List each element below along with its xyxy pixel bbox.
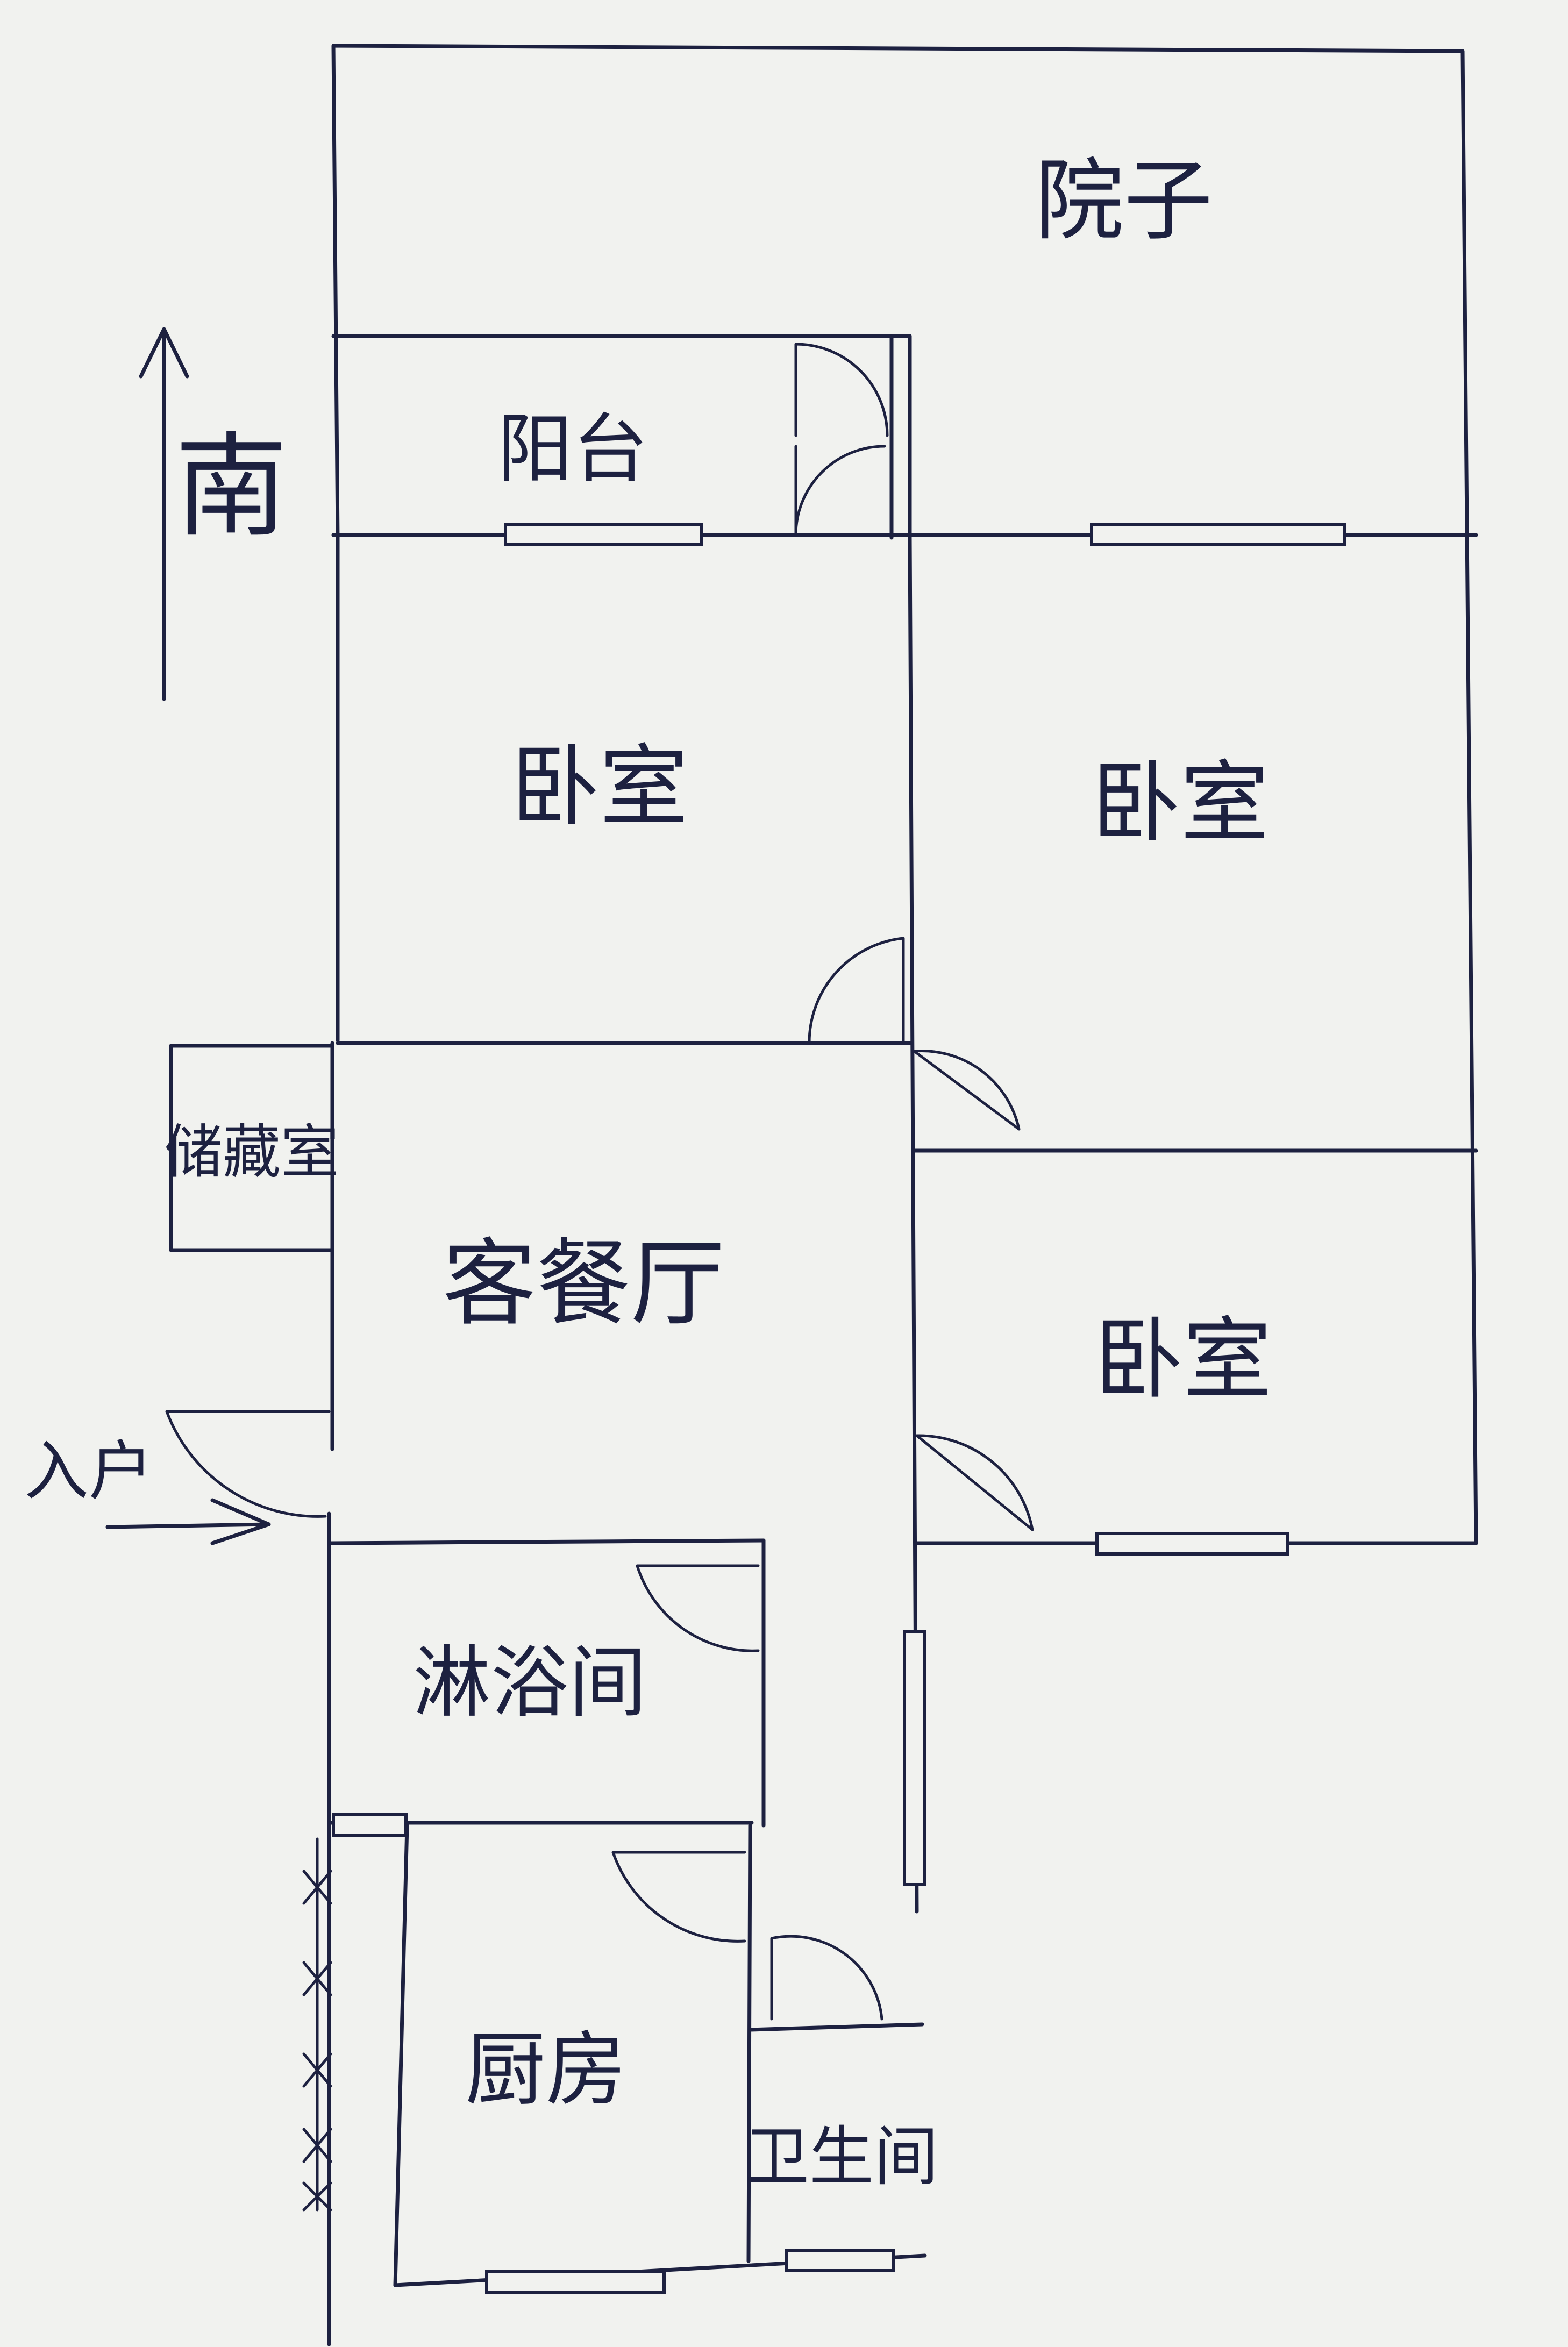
window-toilet xyxy=(785,2249,895,2272)
exhaust-vent-marks xyxy=(302,1837,332,2212)
entrance-door xyxy=(165,1410,331,2346)
south-label: 南 xyxy=(175,421,288,553)
bedroom-e-label: 卧室 xyxy=(1094,1308,1272,1411)
storage-room xyxy=(169,1044,334,1252)
bedroom-ne xyxy=(912,1049,1478,1153)
window-kitchen-south xyxy=(485,2270,666,2294)
toilet-label: 卫生间 xyxy=(745,2120,938,2195)
south-arrow xyxy=(139,327,189,701)
bedroom-ne-label: 卧室 xyxy=(1092,751,1269,854)
window-balcony xyxy=(504,523,703,546)
living-dining-label: 客餐厅 xyxy=(443,1230,725,1339)
kitchen-label: 厨房 xyxy=(465,2023,626,2117)
window-kitchen-left xyxy=(332,1813,408,1837)
bedroom-e xyxy=(915,1434,1478,1545)
balcony-label: 阳台 xyxy=(497,406,648,494)
storage-label: 储藏室 xyxy=(165,1119,339,1186)
toilet-room xyxy=(748,1935,924,2032)
window-bedroom-ne xyxy=(1090,523,1346,546)
entrance-arrow xyxy=(105,1498,271,1545)
shower-label: 淋浴间 xyxy=(413,1638,647,1729)
window-corridor xyxy=(903,1630,926,1886)
window-bedroom-e xyxy=(1095,1532,1289,1556)
yard xyxy=(331,44,1478,1545)
yard-label: 院子 xyxy=(1035,149,1213,252)
bedroom-nw xyxy=(336,937,914,1045)
bedroom-nw-label: 卧室 xyxy=(511,735,688,838)
entrance-label: 入户 xyxy=(24,1435,153,1509)
